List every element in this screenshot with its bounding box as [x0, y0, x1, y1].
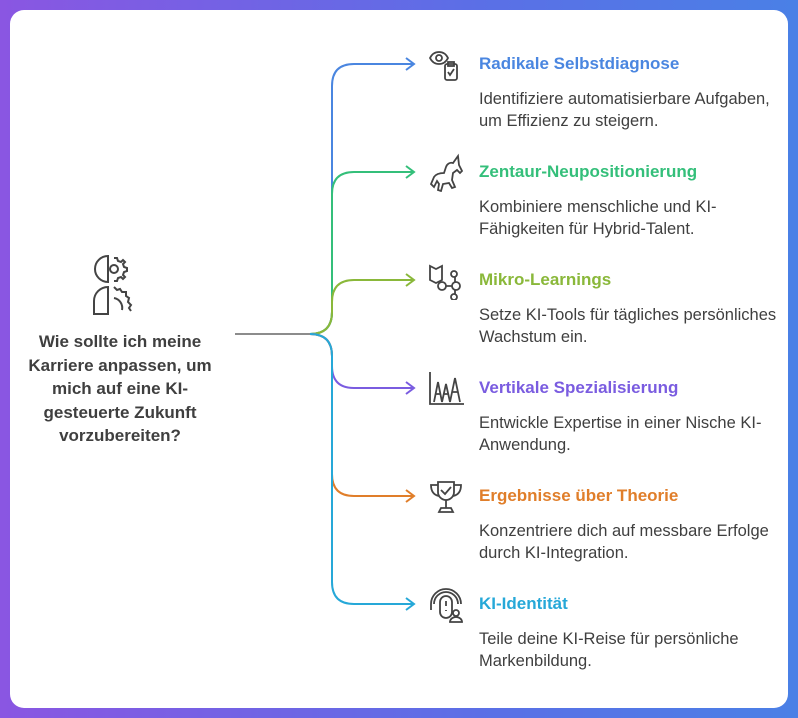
branch-item: Radikale Selbstdiagnose Identifiziere au… — [479, 53, 779, 132]
branch-line — [309, 333, 414, 389]
diagram-card — [10, 10, 788, 708]
arrow-head-icon — [405, 597, 416, 611]
branch-item: Ergebnisse über Theorie Konzentriere dic… — [479, 485, 779, 564]
arrow-head-icon — [405, 165, 416, 179]
head-gears-icon — [93, 254, 133, 315]
branch-line — [309, 333, 414, 497]
unicorn-icon — [429, 153, 464, 192]
eye-clipboard-icon — [428, 51, 458, 81]
arrow-head-icon — [405, 273, 416, 287]
item-description: Identifiziere automatisierbare Aufgaben,… — [479, 90, 770, 130]
item-description: Entwickle Expertise in einer Nische KI-A… — [479, 414, 762, 454]
branch-line — [309, 279, 414, 335]
item-title: Ergebnisse über Theorie — [479, 486, 679, 505]
branch-line — [309, 171, 414, 335]
arrow-head-icon — [405, 381, 416, 395]
item-description: Teile deine KI-Reise für persönliche Mar… — [479, 630, 739, 670]
central-question: Wie sollte ich meine Karriere anpassen, … — [28, 332, 212, 445]
branch-item: Zentaur-Neupositionierung Kombiniere men… — [479, 161, 779, 240]
item-title: Mikro-Learnings — [479, 270, 612, 289]
book-network-icon — [429, 264, 461, 300]
branch-item: Mikro-Learnings Setze KI-Tools für tägli… — [479, 269, 779, 348]
arrow-head-icon — [405, 57, 416, 71]
peaks-chart-icon — [429, 372, 464, 405]
trophy-check-icon — [430, 481, 462, 513]
branch-item: Vertikale Spezialisierung Entwickle Expe… — [479, 377, 779, 456]
arrow-head-icon — [405, 489, 416, 503]
fingerprint-user-icon — [430, 588, 463, 623]
item-description: Konzentriere dich auf messbare Erfolge d… — [479, 522, 769, 562]
item-description: Kombiniere menschliche und KI-Fähigkeite… — [479, 198, 717, 238]
item-description: Setze KI-Tools für tägliches persönliche… — [479, 306, 777, 346]
item-title: Radikale Selbstdiagnose — [479, 54, 680, 73]
branch-item: KI-Identität Teile deine KI-Reise für pe… — [479, 593, 779, 672]
item-title: Vertikale Spezialisierung — [479, 378, 679, 397]
item-title: Zentaur-Neupositionierung — [479, 162, 698, 181]
branch-line — [309, 63, 414, 335]
item-title: KI-Identität — [479, 594, 568, 613]
branch-line — [309, 333, 414, 605]
